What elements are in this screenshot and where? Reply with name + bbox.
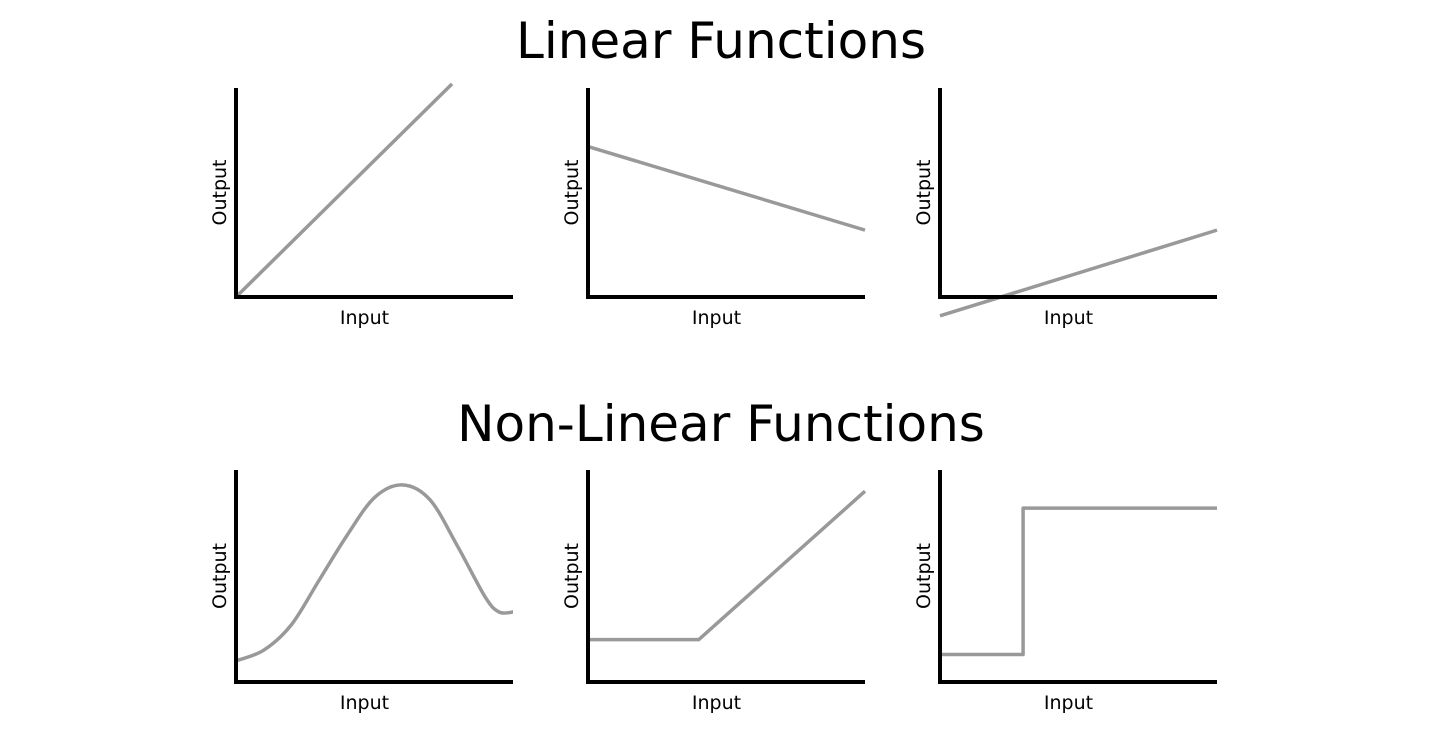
function-line <box>234 82 454 299</box>
linear-functions-title: Linear Functions <box>515 12 926 70</box>
function-line <box>235 483 514 663</box>
y-axis-label: Output <box>913 160 935 226</box>
function-line <box>588 489 867 642</box>
chart-increasing-linear: Input Output <box>209 82 513 329</box>
function-line <box>940 506 1217 657</box>
y-axis-label: Output <box>913 543 935 609</box>
y-axis-label: Output <box>561 160 583 226</box>
chart-decreasing-linear: Input Output <box>561 88 866 329</box>
y-axis-label: Output <box>209 543 231 609</box>
y-axis-label: Output <box>561 543 583 609</box>
x-axis-label: Input <box>340 307 389 329</box>
chart-smooth-peak: Input Output <box>209 470 514 714</box>
x-axis-label: Input <box>692 307 741 329</box>
chart-piecewise-linear: Input Output <box>561 470 867 714</box>
y-axis-label: Output <box>209 160 231 226</box>
chart-step: Input Output <box>913 470 1217 714</box>
chart-linear-negative-intercept: Input Output <box>913 88 1218 329</box>
function-line <box>939 228 1218 318</box>
x-axis-label: Input <box>1044 692 1093 714</box>
x-axis-label: Input <box>340 692 389 714</box>
x-axis-label: Input <box>692 692 741 714</box>
function-line <box>587 144 866 232</box>
x-axis-label: Input <box>1044 307 1093 329</box>
non-linear-functions-title: Non-Linear Functions <box>457 395 985 453</box>
